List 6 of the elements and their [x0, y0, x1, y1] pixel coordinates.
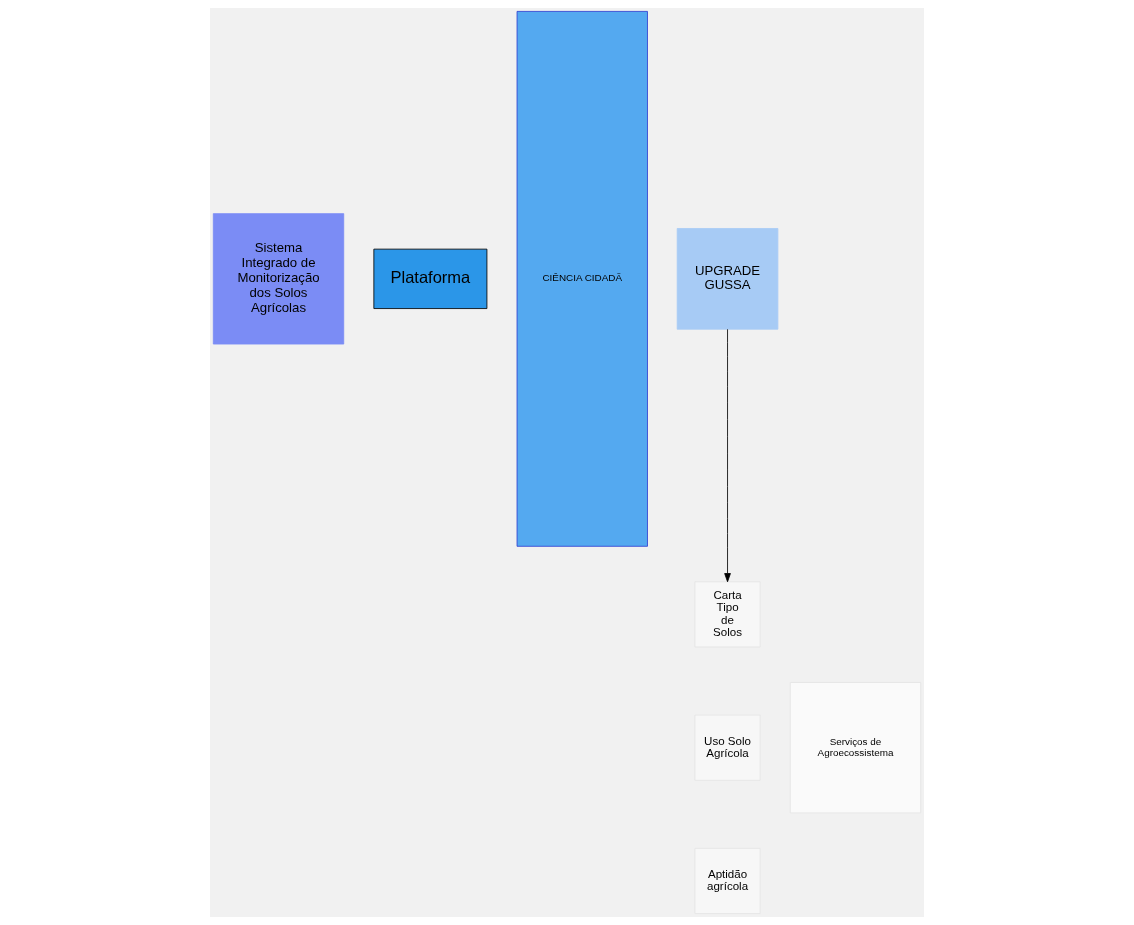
- node-box: Carta Tipo de Solos: [694, 581, 761, 648]
- node-box: UPGRADE GUSSA: [676, 228, 779, 330]
- node-box: CIÊNCIA CIDADÃ: [516, 11, 648, 547]
- node-box: Plataforma: [373, 248, 488, 309]
- node-box: Sistema Integrado de Monitorização dos Solos Agrícolas: [212, 213, 345, 345]
- arrow: [724, 328, 731, 583]
